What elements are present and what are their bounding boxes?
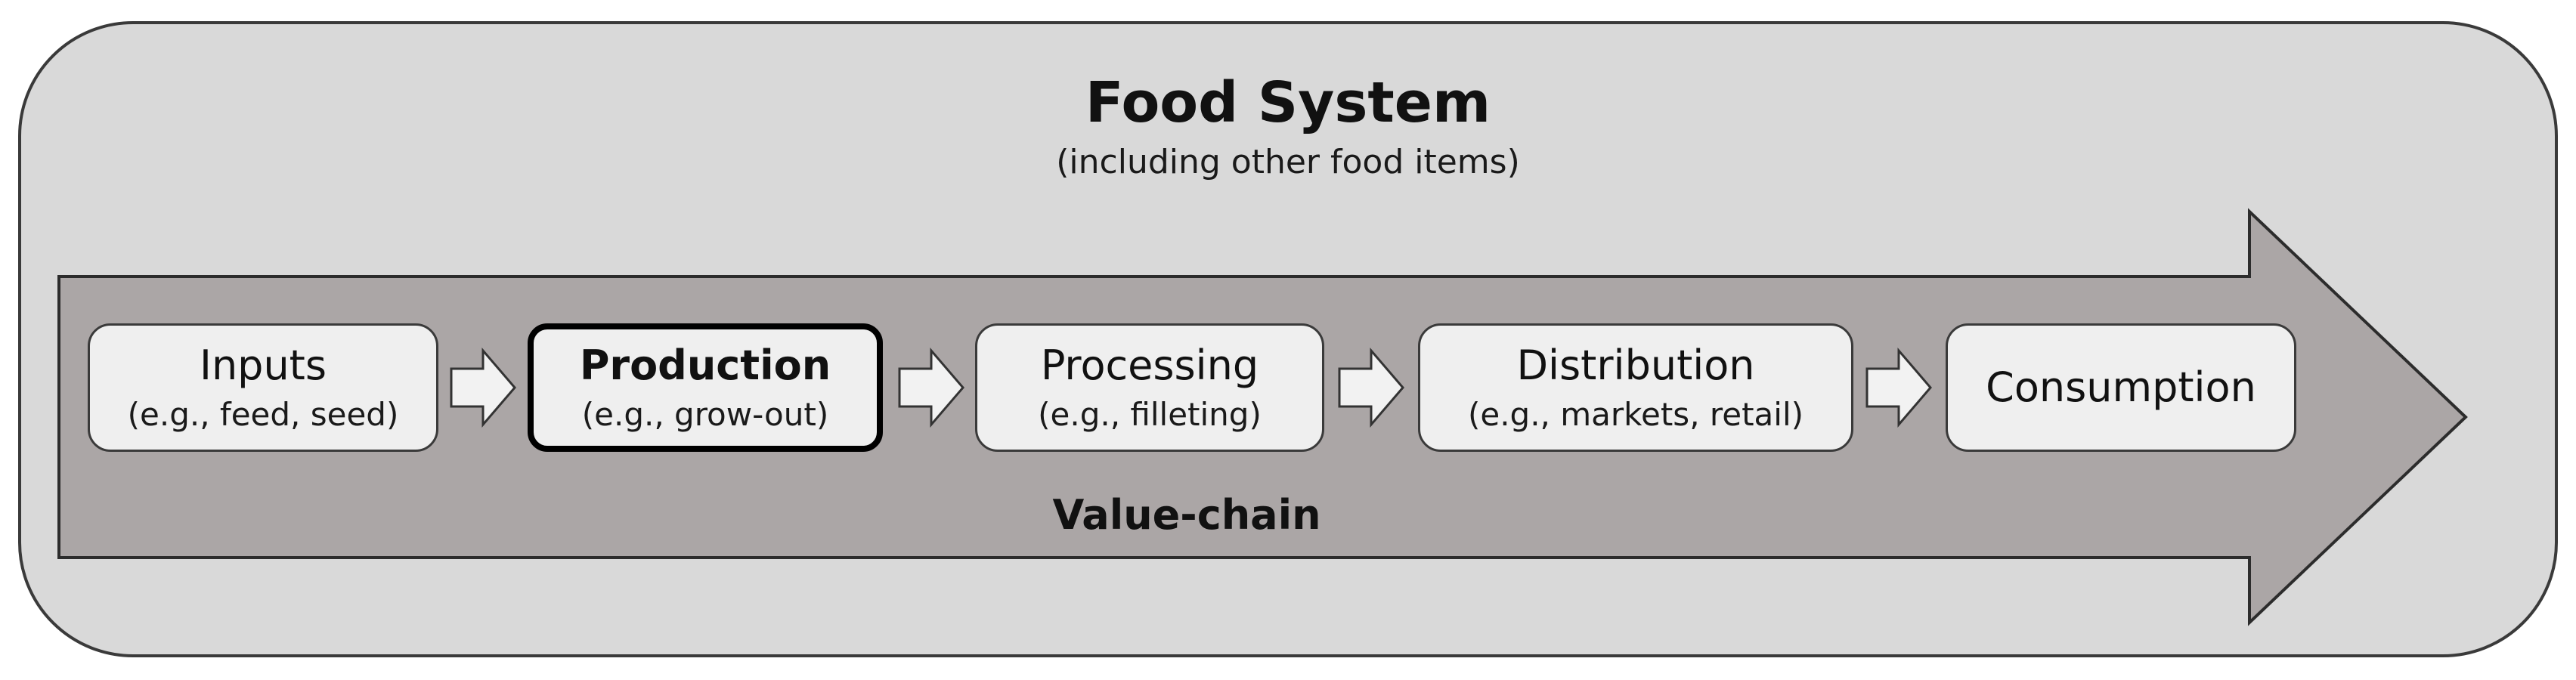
stage-name: Production [579, 342, 831, 389]
connector-arrow-icon [898, 347, 964, 428]
stage-name: Inputs [200, 342, 327, 389]
value-chain-label: Value-chain [1052, 491, 1321, 539]
stage-example: (e.g., markets, retail) [1467, 396, 1804, 433]
stage-consumption: Consumption [1946, 323, 2296, 452]
diagram-title: Food System [1085, 70, 1491, 135]
stage-inputs: Inputs (e.g., feed, seed) [88, 323, 438, 452]
stage-distribution: Distribution (e.g., markets, retail) [1418, 323, 1853, 452]
stage-name: Consumption [1986, 363, 2256, 411]
stage-example: (e.g., grow-out) [581, 396, 829, 433]
stage-name: Distribution [1516, 342, 1755, 389]
stage-processing: Processing (e.g., filleting) [975, 323, 1324, 452]
connector-arrow-icon [1338, 347, 1404, 428]
stage-example: (e.g., feed, seed) [127, 396, 399, 433]
stage-name: Processing [1040, 342, 1259, 389]
connector-arrow-icon [450, 347, 516, 428]
connector-arrow-icon [1865, 347, 1932, 428]
stage-example: (e.g., filleting) [1038, 396, 1262, 433]
diagram-subtitle: (including other food items) [1056, 143, 1520, 181]
stage-production: Production (e.g., grow-out) [528, 323, 883, 452]
